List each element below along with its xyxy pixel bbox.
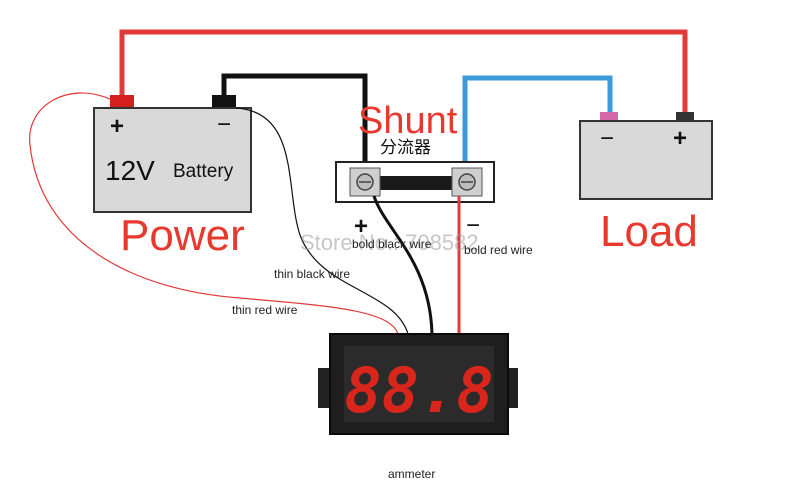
load-label: Load bbox=[600, 207, 698, 256]
shunt-bar bbox=[378, 176, 456, 190]
ammeter-reading: 88.8 bbox=[344, 354, 493, 427]
load-minus-terminal bbox=[600, 112, 618, 123]
shunt-title: Shunt bbox=[358, 100, 458, 142]
store-watermark: Store No.: 708582 bbox=[300, 230, 479, 255]
shunt-chinese-label: 分流器 bbox=[380, 138, 431, 157]
shunt-minus-sign: − bbox=[466, 212, 480, 239]
power-label: Power bbox=[120, 211, 245, 260]
load: − + bbox=[579, 112, 713, 200]
bold-black-wire-label: bold black wire bbox=[352, 237, 432, 251]
load-plus-sign: + bbox=[673, 125, 687, 152]
ammeter: 88.8 bbox=[318, 333, 518, 435]
load-plus-terminal bbox=[676, 112, 694, 123]
shunt-plus-sign: + bbox=[354, 213, 368, 240]
battery-minus-terminal bbox=[212, 95, 236, 109]
battery-plus-sign: + bbox=[110, 113, 124, 140]
thin-red-wire-label: thin red wire bbox=[232, 303, 298, 317]
battery-voltage: 12V bbox=[105, 155, 155, 186]
battery-name: Battery bbox=[173, 161, 234, 182]
shunt: Shunt 分流器 + − bbox=[335, 100, 495, 240]
thin-black-wire-label: thin black wire bbox=[274, 267, 350, 281]
thin-red-signal-wire bbox=[29, 92, 399, 335]
battery-body bbox=[93, 107, 252, 213]
battery-minus-sign: − bbox=[217, 111, 231, 138]
ammeter-left-clip bbox=[318, 368, 332, 408]
load-minus-sign: − bbox=[600, 125, 614, 152]
load-body bbox=[579, 120, 713, 200]
black-main-wire bbox=[221, 73, 368, 164]
blue-load-wire bbox=[462, 75, 613, 164]
red-main-wire bbox=[119, 29, 688, 113]
ammeter-screen bbox=[344, 346, 494, 422]
battery-plus-terminal bbox=[110, 95, 134, 109]
ammeter-label: ammeter bbox=[388, 467, 435, 481]
bold-red-wire-label: bold red wire bbox=[464, 243, 533, 257]
bold-black-signal-wire bbox=[372, 195, 434, 335]
thin-black-signal-wire bbox=[235, 107, 409, 335]
battery: + − 12V Battery bbox=[93, 95, 252, 213]
